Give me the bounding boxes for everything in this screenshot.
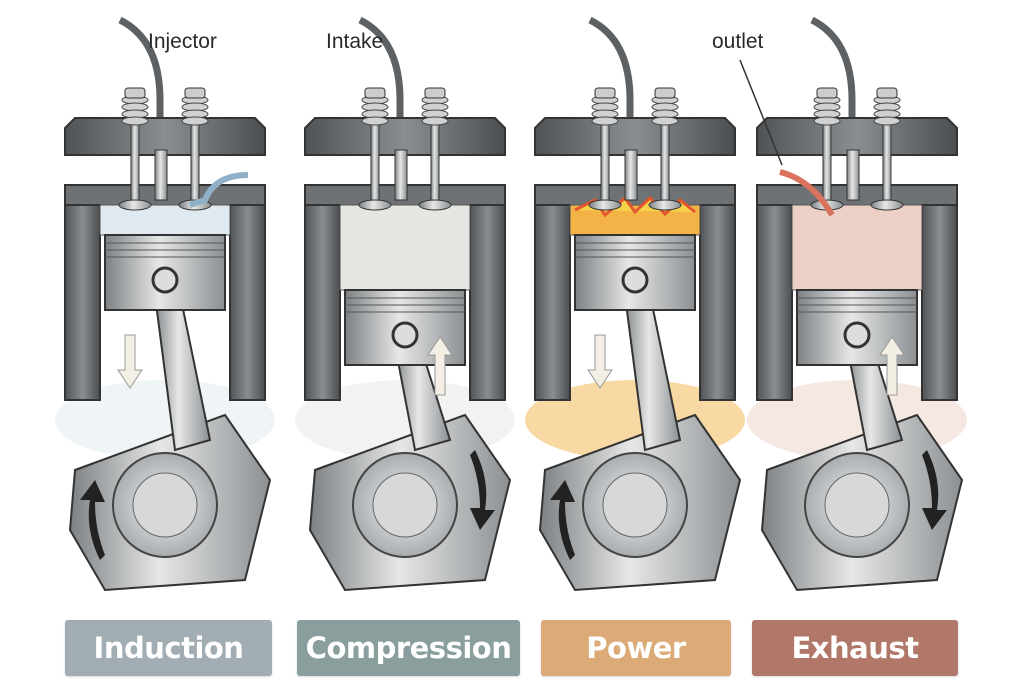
engine-compression — [295, 16, 515, 592]
cylinder-wall-left — [304, 204, 341, 401]
exhaust-flow-arrow — [779, 169, 835, 217]
valve-cap — [876, 87, 898, 99]
engine-power — [525, 16, 745, 592]
intake-valve-head — [118, 199, 152, 211]
injector-body — [394, 149, 408, 201]
cylinder-head — [304, 117, 506, 156]
piston-pin — [151, 266, 179, 294]
compression-label: Compression — [297, 620, 520, 676]
valve-spring — [873, 116, 901, 126]
valve-spring — [121, 116, 149, 126]
valve-cap — [654, 87, 676, 99]
cylinder-head — [534, 117, 736, 156]
intake-callout: Intake — [326, 30, 384, 53]
valve-spring — [361, 116, 389, 126]
valve-spring — [813, 116, 841, 126]
combustion-chamber — [339, 204, 471, 291]
power-label: Power — [541, 620, 731, 676]
fuel-line — [810, 16, 856, 160]
cylinder-wall-left — [534, 204, 571, 401]
valve-cap — [594, 87, 616, 99]
cylinder-wall-left — [756, 204, 793, 401]
fuel-line — [588, 16, 634, 160]
exhaust-label: Exhaust — [752, 620, 958, 676]
intake-valve-head — [358, 199, 392, 211]
piston-direction-arrow — [117, 334, 143, 389]
cylinder-wall-left — [64, 204, 101, 401]
fuel-line — [358, 16, 404, 160]
exhaust-valve-head — [870, 199, 904, 211]
piston-direction-arrow — [427, 336, 453, 396]
outlet-leader-line — [739, 59, 783, 166]
combustion-chamber — [99, 204, 231, 236]
piston-pin — [843, 321, 871, 349]
valve-cap — [124, 87, 146, 99]
piston-pin — [391, 321, 419, 349]
cylinder-wall-right — [921, 204, 958, 401]
induction-label: Induction — [65, 620, 272, 676]
cylinder-head — [756, 117, 958, 156]
valve-cap — [424, 87, 446, 99]
piston-direction-arrow — [879, 336, 905, 396]
fuel-line — [118, 16, 164, 160]
injector-body — [154, 149, 168, 201]
crank-rotation-arrow — [80, 480, 105, 560]
valve-spring — [651, 116, 679, 126]
injector-body — [846, 149, 860, 201]
crankshaft-journal — [372, 472, 438, 538]
outlet-callout: outlet — [712, 30, 764, 53]
engine-exhaust — [747, 16, 967, 592]
intake-valve-head — [588, 199, 622, 211]
injector-callout: Injector — [148, 30, 217, 53]
valve-cap — [184, 87, 206, 99]
valve-spring — [421, 116, 449, 126]
injector-body — [624, 149, 638, 201]
valve-cap — [816, 87, 838, 99]
valve-spring — [181, 116, 209, 126]
valve-cap — [364, 87, 386, 99]
intake-flow-arrow — [189, 172, 249, 208]
crankshaft-journal — [602, 472, 668, 538]
piston-direction-arrow — [587, 334, 613, 389]
valve-spring — [591, 116, 619, 126]
cylinder-wall-right — [469, 204, 506, 401]
crank-rotation-arrow — [922, 450, 947, 530]
combustion-chamber — [791, 204, 923, 291]
crankshaft-journal — [824, 472, 890, 538]
cylinder-wall-right — [699, 204, 736, 401]
exhaust-valve-head — [418, 199, 452, 211]
crankshaft-journal — [132, 472, 198, 538]
piston-pin — [621, 266, 649, 294]
cylinder-wall-right — [229, 204, 266, 401]
crank-rotation-arrow — [550, 480, 575, 560]
exhaust-valve-head — [648, 199, 682, 211]
engine-induction — [55, 16, 275, 592]
cylinder-head — [64, 117, 266, 156]
crank-rotation-arrow — [470, 450, 495, 530]
